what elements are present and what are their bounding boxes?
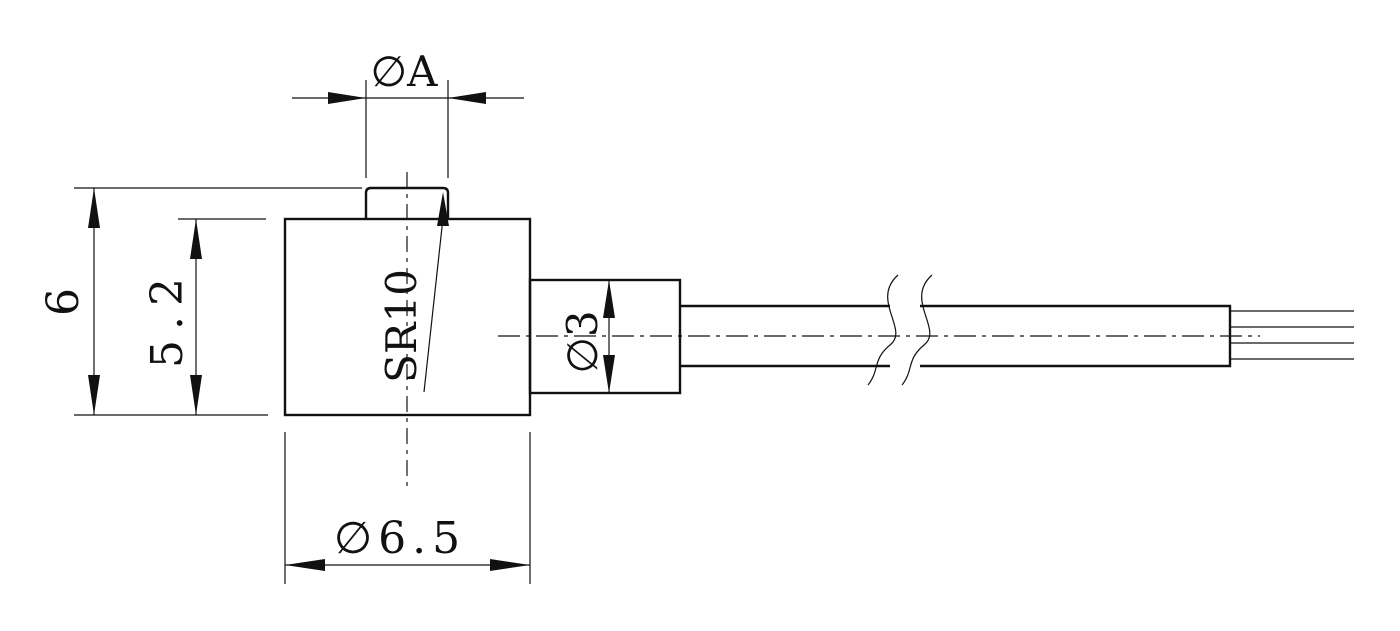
neck-diameter-label: ∅3 <box>558 310 607 373</box>
body-diameter-label: ∅6.5 <box>334 513 466 564</box>
pin-diameter-label: ∅A <box>371 47 439 96</box>
cable-break-mark-right <box>901 274 933 386</box>
body-height-label: 5.2 <box>142 268 193 368</box>
pin-diameter-dimension: ∅A <box>292 47 524 178</box>
sphere-radius-label: SR10 <box>377 269 426 383</box>
total-height-label: 6 <box>38 288 89 316</box>
body-diameter-dimension: ∅6.5 <box>284 432 531 584</box>
sphere-radius-dimension: SR10 <box>377 192 449 393</box>
body-height-dimension: 5.2 <box>142 218 266 415</box>
neck-diameter-dimension: ∅3 <box>558 280 615 393</box>
wire-leads <box>1230 310 1354 360</box>
cable-sheath-left <box>680 304 890 368</box>
total-height-dimension: 6 <box>38 187 362 416</box>
cable-break-mark-left <box>867 274 899 386</box>
